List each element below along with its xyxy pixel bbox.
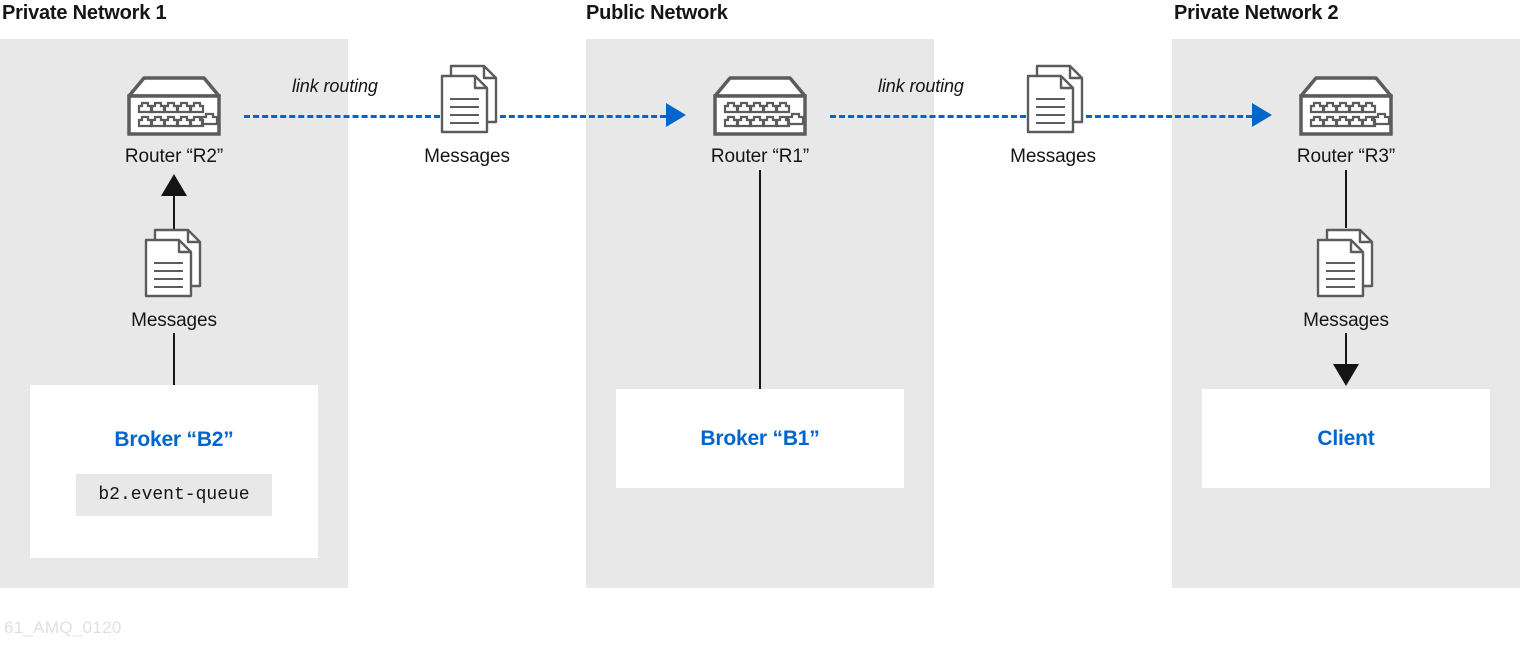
- messages-label: Messages: [1303, 310, 1389, 331]
- documents-icon: [1313, 226, 1379, 298]
- arrowhead-down-into-client: [1333, 364, 1359, 386]
- broker-title-b2: Broker “B2”: [114, 427, 234, 451]
- documents-icon: [1023, 62, 1089, 134]
- broker-title-b1: Broker “B1”: [700, 426, 820, 450]
- section-title-private-network-1: Private Network 1: [2, 2, 167, 24]
- section-title-private-network-2: Private Network 2: [1174, 2, 1339, 24]
- messages-label: Messages: [131, 310, 217, 331]
- link-routing-arrowhead-into-r1: [666, 103, 686, 127]
- connector-router-r3-to-messages: [1345, 170, 1347, 228]
- router-caption-r1: Router “R1”: [710, 146, 810, 167]
- link-routing-segment-r1-to-messages: [830, 115, 1026, 118]
- router-icon: [690, 72, 830, 140]
- connector-messages-to-router-r2: [173, 193, 175, 229]
- messages-label: Messages: [1010, 146, 1096, 167]
- link-routing-label: link routing: [292, 76, 378, 96]
- connector-messages-to-client: [1345, 333, 1347, 371]
- link-routing-segment-messages-to-r1: [500, 115, 666, 118]
- router-caption-r2: Router “R2”: [124, 146, 224, 167]
- diagram-id-footer: 61_AMQ_0120: [4, 618, 122, 637]
- connector-router-r1-to-broker-b1: [759, 170, 761, 390]
- documents-icon: [437, 62, 503, 134]
- broker-box-b1[interactable]: Broker “B1”: [616, 389, 904, 488]
- connector-broker-b2-to-messages: [173, 333, 175, 387]
- client-title: Client: [1317, 426, 1375, 450]
- link-routing-segment-r2-to-messages: [244, 115, 440, 118]
- queue-name-chip: b2.event-queue: [76, 473, 272, 516]
- link-routing-segment-messages-to-r3: [1086, 115, 1252, 118]
- router-caption-r3: Router “R3”: [1296, 146, 1396, 167]
- section-title-public-network: Public Network: [586, 2, 728, 24]
- messages-label: Messages: [424, 146, 510, 167]
- documents-icon: [141, 226, 207, 298]
- client-box[interactable]: Client: [1202, 389, 1490, 488]
- router-icon: [1276, 72, 1416, 140]
- broker-box-b2[interactable]: Broker “B2” b2.event-queue: [30, 385, 318, 558]
- link-routing-label: link routing: [878, 76, 964, 96]
- link-routing-arrowhead-into-r3: [1252, 103, 1272, 127]
- router-icon: [104, 72, 244, 140]
- arrowhead-up-into-router-r2: [161, 174, 187, 196]
